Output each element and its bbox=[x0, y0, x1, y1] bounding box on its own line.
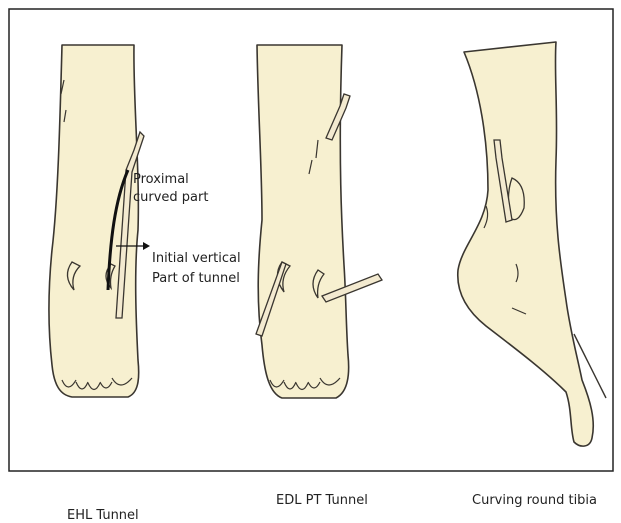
caption-edl-pt-tunnel: EDL PT Tunnel bbox=[276, 493, 368, 508]
annotation-proximal-line1: Proximal bbox=[133, 172, 189, 187]
annotation-initial-line1: Initial vertical bbox=[152, 251, 241, 266]
annotation-proximal-line2: curved part bbox=[133, 190, 208, 205]
caption-ehl-tunnel: EHL Tunnel bbox=[67, 508, 139, 523]
edl-pt-foot-drawing bbox=[257, 45, 349, 398]
caption-curving-round-tibia: Curving round tibia bbox=[472, 493, 597, 508]
annotation-initial-line2: Part of tunnel bbox=[152, 271, 240, 286]
